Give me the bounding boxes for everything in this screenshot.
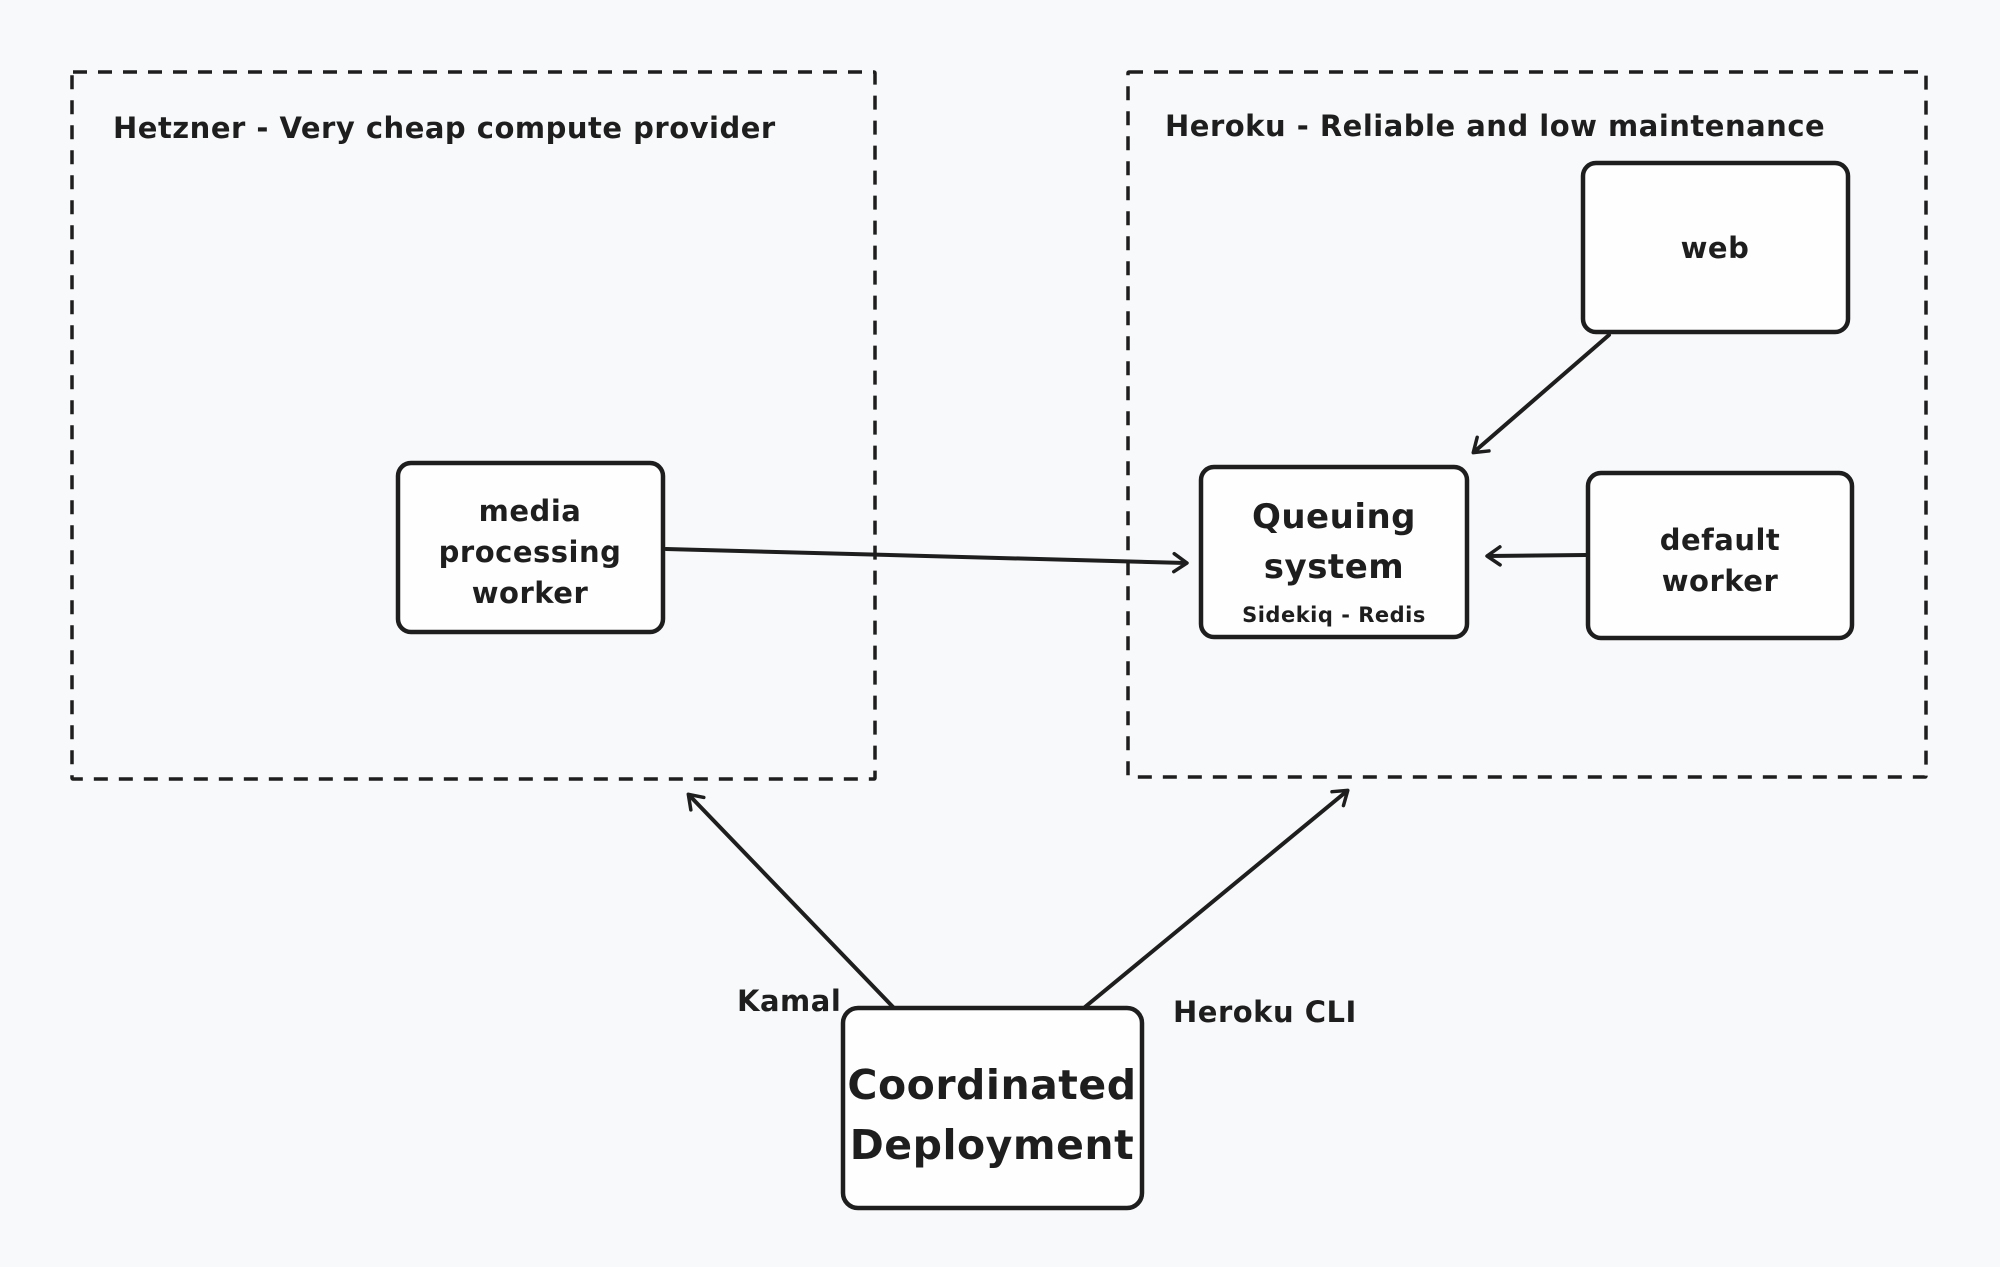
queuing-subtitle: Sidekiq - Redis bbox=[1242, 603, 1426, 627]
heroku-cli-edge-label: Heroku CLI bbox=[1173, 995, 1357, 1029]
hetzner-group-box bbox=[70, 70, 877, 781]
arrow-web-to-queuing bbox=[1471, 333, 1611, 455]
edges bbox=[664, 333, 1611, 1009]
media-worker-label-line2: processing bbox=[439, 535, 622, 569]
deployment-label-line1: Coordinated bbox=[847, 1061, 1136, 1109]
web-box bbox=[1580, 160, 1851, 335]
coordinated-deployment-node: Coordinated Deployment bbox=[840, 1005, 1145, 1211]
default-worker-box bbox=[1585, 470, 1855, 641]
hetzner-group-title: Hetzner - Very cheap compute provider bbox=[113, 111, 776, 145]
queuing-label-line1: Queuing bbox=[1252, 497, 1416, 537]
hetzner-group: Hetzner - Very cheap compute provider bbox=[70, 70, 877, 781]
media-processing-worker-box bbox=[395, 460, 666, 635]
coordinated-deployment-box bbox=[840, 1005, 1145, 1211]
arrow-default-worker-to-queuing bbox=[1485, 545, 1588, 567]
heroku-group-box bbox=[1126, 70, 1928, 779]
heroku-group: Heroku - Reliable and low maintenance bbox=[1126, 70, 1928, 779]
web-label: web bbox=[1681, 231, 1750, 265]
web-node: web bbox=[1580, 160, 1851, 335]
media-worker-label-line1: media bbox=[479, 494, 582, 528]
kamal-edge-label: Kamal bbox=[737, 984, 841, 1018]
arrow-deployment-to-heroku bbox=[1083, 788, 1350, 1009]
deployment-label-line2: Deployment bbox=[850, 1121, 1134, 1169]
queuing-label-line2: system bbox=[1264, 547, 1404, 587]
default-worker-label-line2: worker bbox=[1662, 564, 1779, 598]
queuing-system-box bbox=[1198, 464, 1470, 640]
arrow-media-worker-to-queuing bbox=[664, 547, 1189, 574]
heroku-group-title: Heroku - Reliable and low maintenance bbox=[1165, 109, 1825, 143]
queuing-system-node: Queuing system Sidekiq - Redis bbox=[1198, 464, 1470, 640]
arrow-deployment-to-hetzner bbox=[686, 792, 895, 1009]
default-worker-node: default worker bbox=[1585, 470, 1855, 641]
media-processing-worker-node: media processing worker bbox=[395, 460, 666, 635]
media-worker-label-line3: worker bbox=[472, 576, 589, 610]
default-worker-label-line1: default bbox=[1660, 523, 1781, 557]
